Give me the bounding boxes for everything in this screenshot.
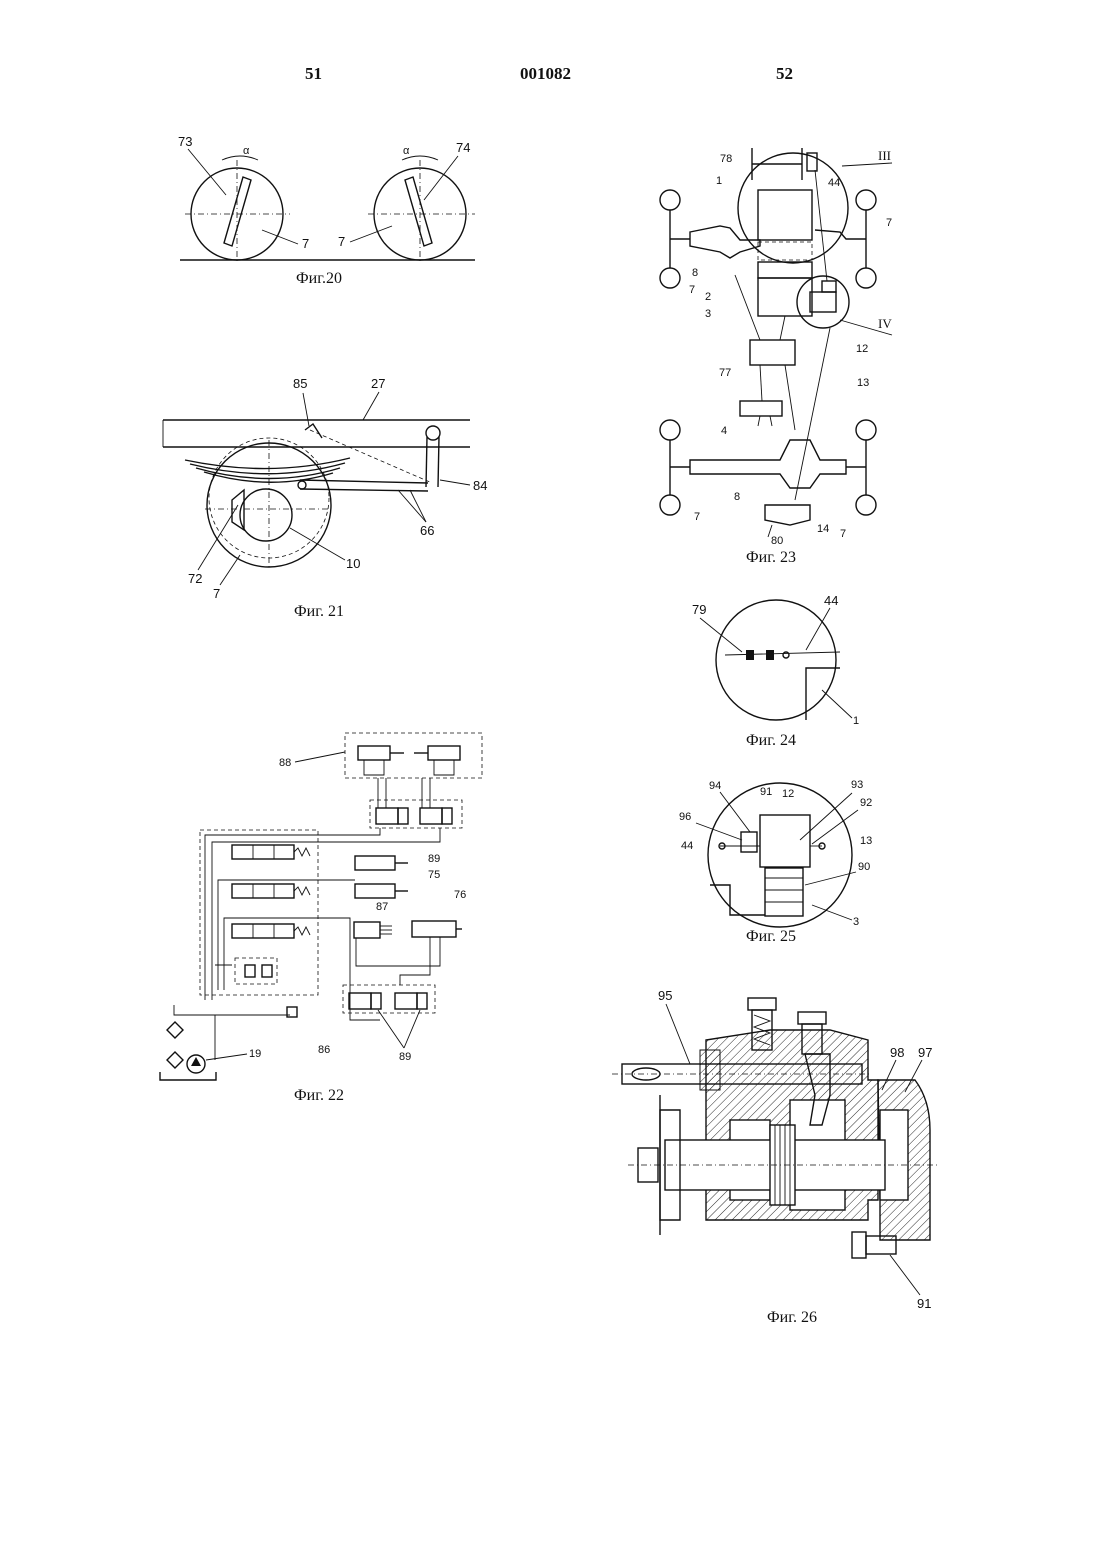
fig26-label-91: 91 [917, 1296, 931, 1311]
fig26-label-98: 98 [890, 1045, 904, 1060]
fig26-housing [706, 1030, 930, 1240]
fig26-bottom-bolt [852, 1232, 896, 1258]
fig26-caption: Фиг. 26 [767, 1309, 817, 1327]
fig26-label-95: 95 [658, 988, 672, 1003]
fig26-label-97: 97 [918, 1045, 932, 1060]
